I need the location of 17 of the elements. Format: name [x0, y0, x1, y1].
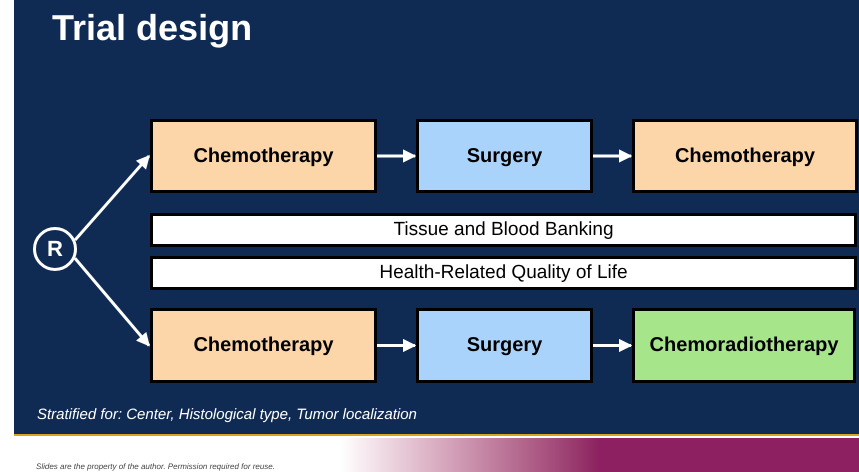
treatment-box: Chemotherapy	[632, 119, 858, 193]
treatment-box: Surgery	[416, 308, 593, 383]
slide-title: Trial design	[52, 6, 252, 50]
arrow	[593, 149, 632, 163]
study-band: Tissue and Blood Banking	[150, 213, 857, 247]
treatment-box: Chemoradiotherapy	[632, 308, 856, 383]
arrow	[74, 257, 150, 347]
stratification-note: Stratified for: Center, Histological type, Tumor localization	[37, 405, 417, 425]
treatment-box: Chemotherapy	[150, 119, 377, 193]
arrow	[74, 154, 150, 242]
arrow	[593, 338, 632, 352]
arrow	[377, 149, 416, 163]
study-band: Health-Related Quality of Life	[150, 256, 857, 290]
arrow	[377, 338, 416, 352]
treatment-box: Surgery	[416, 119, 593, 193]
copyright-note: Slides are the property of the author. Permission required for reuse.	[36, 462, 275, 472]
treatment-box: Chemotherapy	[150, 308, 377, 383]
